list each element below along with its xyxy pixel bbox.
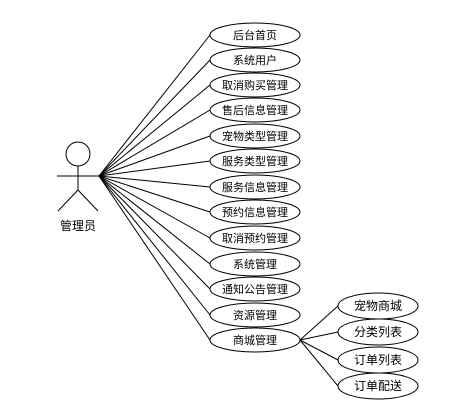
use-case: 服务信息管理 xyxy=(209,174,301,200)
use-case: 宠物类型管理 xyxy=(209,123,301,149)
use-case: 售后信息管理 xyxy=(209,97,301,123)
use-case: 通知公告管理 xyxy=(209,276,301,302)
svg-text:服务类型管理: 服务类型管理 xyxy=(222,154,288,168)
actor: 管理员 xyxy=(57,141,99,233)
svg-text:订单列表: 订单列表 xyxy=(354,353,402,367)
svg-text:通知公告管理: 通知公告管理 xyxy=(222,282,288,296)
sub-association-line xyxy=(299,339,339,387)
use-case: 服务类型管理 xyxy=(209,148,301,174)
association-line xyxy=(98,59,211,177)
svg-text:订单配送: 订单配送 xyxy=(354,378,402,393)
svg-text:分类列表: 分类列表 xyxy=(354,325,402,339)
association-line xyxy=(98,84,211,177)
sub-use-case: 订单列表 xyxy=(337,346,419,374)
use-case: 取消购买管理 xyxy=(209,72,301,98)
association-line xyxy=(98,175,211,239)
actor-left-leg xyxy=(57,189,79,212)
association-line xyxy=(98,160,211,177)
sub-association-line xyxy=(299,339,339,361)
svg-text:售后信息管理: 售后信息管理 xyxy=(222,103,288,117)
actor-head xyxy=(65,141,91,167)
association-line xyxy=(98,109,211,177)
svg-text:宠物商城: 宠物商城 xyxy=(354,298,402,313)
sub-use-case: 分类列表 xyxy=(337,318,419,346)
svg-text:系统用户: 系统用户 xyxy=(233,53,277,67)
svg-text:取消购买管理: 取消购买管理 xyxy=(222,78,288,92)
use-case: 系统用户 xyxy=(209,47,301,73)
svg-text:资源管理: 资源管理 xyxy=(233,308,277,322)
svg-text:商城管理: 商城管理 xyxy=(233,333,277,347)
association-lines xyxy=(98,34,211,341)
sub-use-case: 宠物商城 xyxy=(337,292,419,320)
use-case: 商城管理 xyxy=(209,327,301,353)
association-line xyxy=(98,175,211,341)
svg-text:服务信息管理: 服务信息管理 xyxy=(222,180,288,194)
association-line xyxy=(98,175,211,213)
actor-right-leg xyxy=(77,189,99,212)
svg-text:取消预约管理: 取消预约管理 xyxy=(222,231,288,245)
association-line xyxy=(98,135,211,177)
sub-use-case-list: 宠物商城 分类列表 订单列表 订单配送 xyxy=(337,292,419,400)
sub-use-case: 订单配送 xyxy=(337,372,419,400)
association-line xyxy=(98,175,211,290)
use-case: 资源管理 xyxy=(209,302,301,328)
svg-text:系统管理: 系统管理 xyxy=(233,257,277,271)
use-case: 系统管理 xyxy=(209,251,301,277)
svg-text:宠物类型管理: 宠物类型管理 xyxy=(222,129,288,143)
svg-text:后台首页: 后台首页 xyxy=(233,28,277,42)
svg-text:预约信息管理: 预约信息管理 xyxy=(222,205,288,219)
use-case: 取消预约管理 xyxy=(209,225,301,251)
use-case-list: 后台首页 系统用户 取消购买管理 售后信息管理 宠物类型管理 服务类型管理 服务… xyxy=(209,22,301,353)
sub-association-line xyxy=(299,331,339,341)
association-line xyxy=(98,175,211,316)
association-line xyxy=(98,175,211,188)
actor-label: 管理员 xyxy=(60,218,96,233)
use-case: 预约信息管理 xyxy=(209,199,301,225)
association-line xyxy=(98,175,211,265)
sub-association-line xyxy=(299,305,339,341)
sub-association-lines xyxy=(299,305,339,387)
association-line xyxy=(98,34,211,177)
use-case: 后台首页 xyxy=(209,22,301,48)
